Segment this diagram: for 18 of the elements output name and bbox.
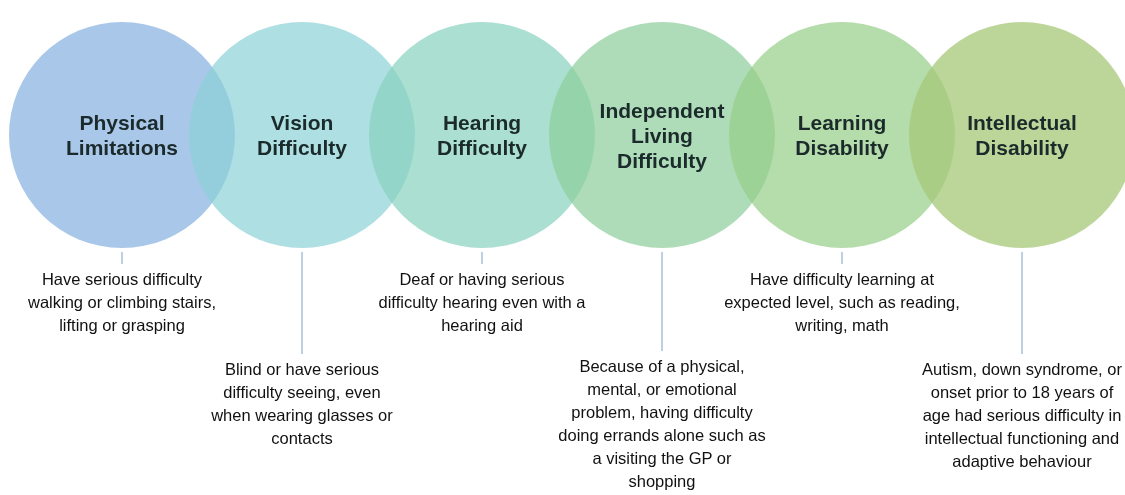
description-text: Blind or have serious difficulty seeing, even when wearing glasses or contacts	[202, 358, 402, 450]
leader-line	[301, 251, 303, 355]
leader-line	[661, 251, 663, 352]
description-text: Have serious difficulty walking or climbing stairs, lifting or grasping	[17, 268, 227, 337]
category-title: Physical Limitations	[65, 110, 179, 160]
leader-line	[841, 251, 843, 265]
description-text: Autism, down syndrome, or onset prior to 18 years of age had serious difficulty in intellectual functioning and adaptive behaviour	[917, 358, 1125, 473]
leader-line	[121, 251, 123, 265]
category-title: Independent Living Difficulty	[598, 97, 726, 173]
category-title: Vision Difficulty	[256, 110, 348, 160]
description-text: Deaf or having serious difficulty hearing even with a hearing aid	[377, 268, 587, 337]
category-title: Hearing Difficulty	[436, 110, 528, 160]
category-title: Intellectual Disability	[966, 110, 1078, 160]
description-text: Because of a physical, mental, or emotional problem, having difficulty doing errands alone such as a visiting the GP or shopping	[557, 355, 767, 493]
description-text: Have difficulty learning at expected level, such as reading, writing, math	[722, 268, 962, 337]
leader-line	[481, 251, 483, 265]
category-title: Learning Disability	[794, 110, 890, 160]
leader-line	[1021, 251, 1023, 355]
